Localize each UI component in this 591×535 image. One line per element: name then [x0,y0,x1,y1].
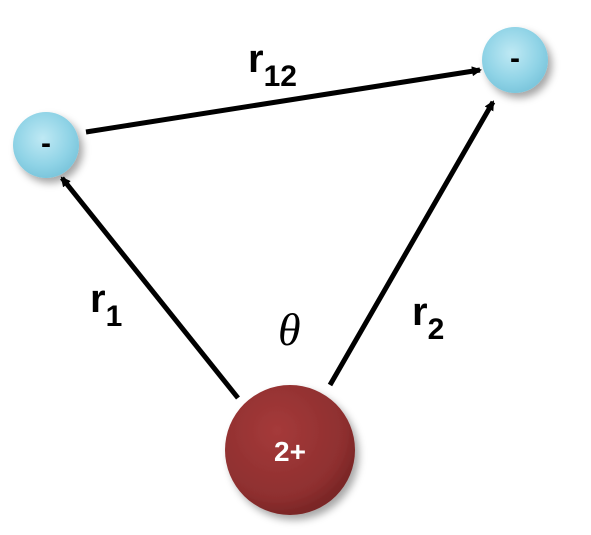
electron-right-charge: - [510,42,520,75]
electron-left: - [13,112,79,178]
r12-arrow [85,66,482,135]
nucleus: 2+ [225,385,355,515]
r1-label: r1 [90,277,122,333]
electron-right: - [482,27,548,93]
theta-label: θ [278,304,301,355]
nucleus-charge: 2+ [274,436,306,467]
r2-arrow [327,100,496,387]
r2-label: r2 [412,290,444,346]
r12-label: r12 [248,37,297,93]
electron-left-charge: - [41,127,51,160]
r1-arrow [60,176,240,400]
